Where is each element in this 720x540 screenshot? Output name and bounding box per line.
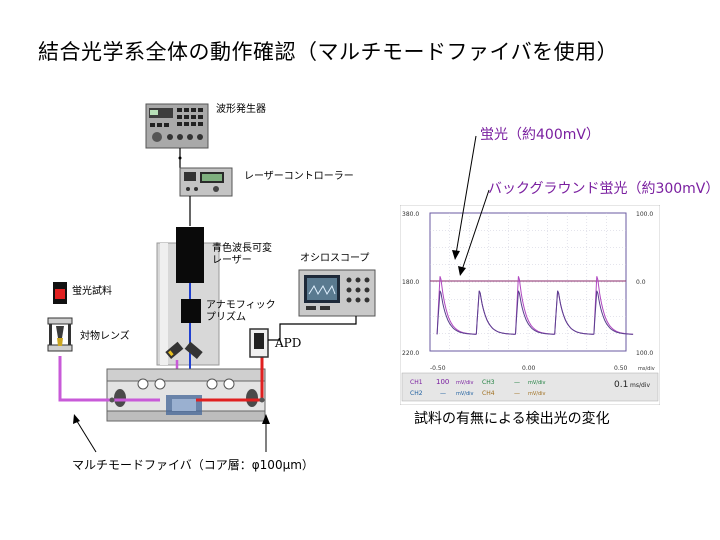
background-annotation: バックグラウンド蛍光（約300mV）: [488, 181, 720, 197]
ch1-unit: mV/div: [456, 380, 474, 386]
trace-background: [436, 290, 634, 335]
fiber-label: マルチモードファイバ（コア層：φ100μm）: [72, 458, 314, 472]
oscilloscope: [298, 269, 376, 317]
objective-lens: [47, 317, 73, 352]
sample-label: 蛍光試料: [72, 286, 112, 297]
right-top-label: 100.0: [636, 211, 653, 218]
mirror: [165, 341, 203, 359]
y-top-label: 380.0: [402, 211, 419, 218]
ch2-value: —: [440, 390, 446, 397]
page-title: 結合光学系全体の動作確認（マルチモードファイバを使用）: [38, 40, 619, 64]
channel-readout: [401, 372, 659, 402]
fluorescence-annotation: 蛍光（約400mV）: [480, 127, 600, 143]
chart-caption: 試料の有無による検出光の変化: [414, 411, 610, 427]
fluorescent-sample: [53, 282, 67, 304]
prism-label: アナモフィック プリズム: [206, 300, 276, 323]
x-left-label: -0.50: [430, 365, 446, 372]
blue-tunable-laser: [176, 227, 204, 283]
scope-capture: 380.0 180.0 220.0 100.0 0.0 100.0 -0.50 …: [400, 205, 660, 405]
ch3-label: CH3: [482, 379, 495, 386]
laser-controller: [179, 167, 233, 197]
anamorphic-prism: [181, 299, 201, 323]
laser-controller-label: レーザーコントローラー: [244, 171, 354, 182]
ch2-unit: mV/div: [456, 391, 474, 397]
ch3-value: —: [514, 379, 520, 386]
apd-label: APD: [275, 336, 302, 350]
ch2-label: CH2: [410, 390, 423, 397]
x-mid-label: 0.00: [522, 365, 536, 372]
apd-detector: [249, 328, 269, 358]
function-generator: [145, 103, 209, 149]
y-bot-label: 220.0: [402, 350, 419, 357]
oscilloscope-label: オシロスコープ: [300, 253, 370, 264]
translation-stage: [106, 368, 266, 422]
fiber-arrow: [73, 414, 270, 453]
right-bot-label: 100.0: [636, 350, 653, 357]
x-right-label: 0.50: [614, 365, 628, 372]
scope-grid: [430, 213, 626, 351]
ch1-value: 100: [436, 378, 449, 386]
x-unit-label: ms/div: [638, 366, 655, 372]
ch3-unit: mV/div: [528, 380, 546, 386]
timebase-unit: ms/div: [630, 382, 650, 389]
objective-label: 対物レンズ: [80, 331, 130, 342]
laser-label: 青色波長可変 レーザー: [212, 243, 272, 266]
multimode-fiber: [58, 356, 112, 402]
ch4-unit: mV/div: [528, 391, 546, 397]
right-mid-label: 0.0: [636, 279, 646, 286]
y-mid-label: 180.0: [402, 279, 419, 286]
timebase-value: 0.1: [614, 380, 628, 390]
ch1-label: CH1: [410, 379, 423, 386]
function-generator-label: 波形発生器: [216, 104, 266, 115]
ch4-value: —: [514, 390, 520, 397]
ch4-label: CH4: [482, 390, 495, 397]
